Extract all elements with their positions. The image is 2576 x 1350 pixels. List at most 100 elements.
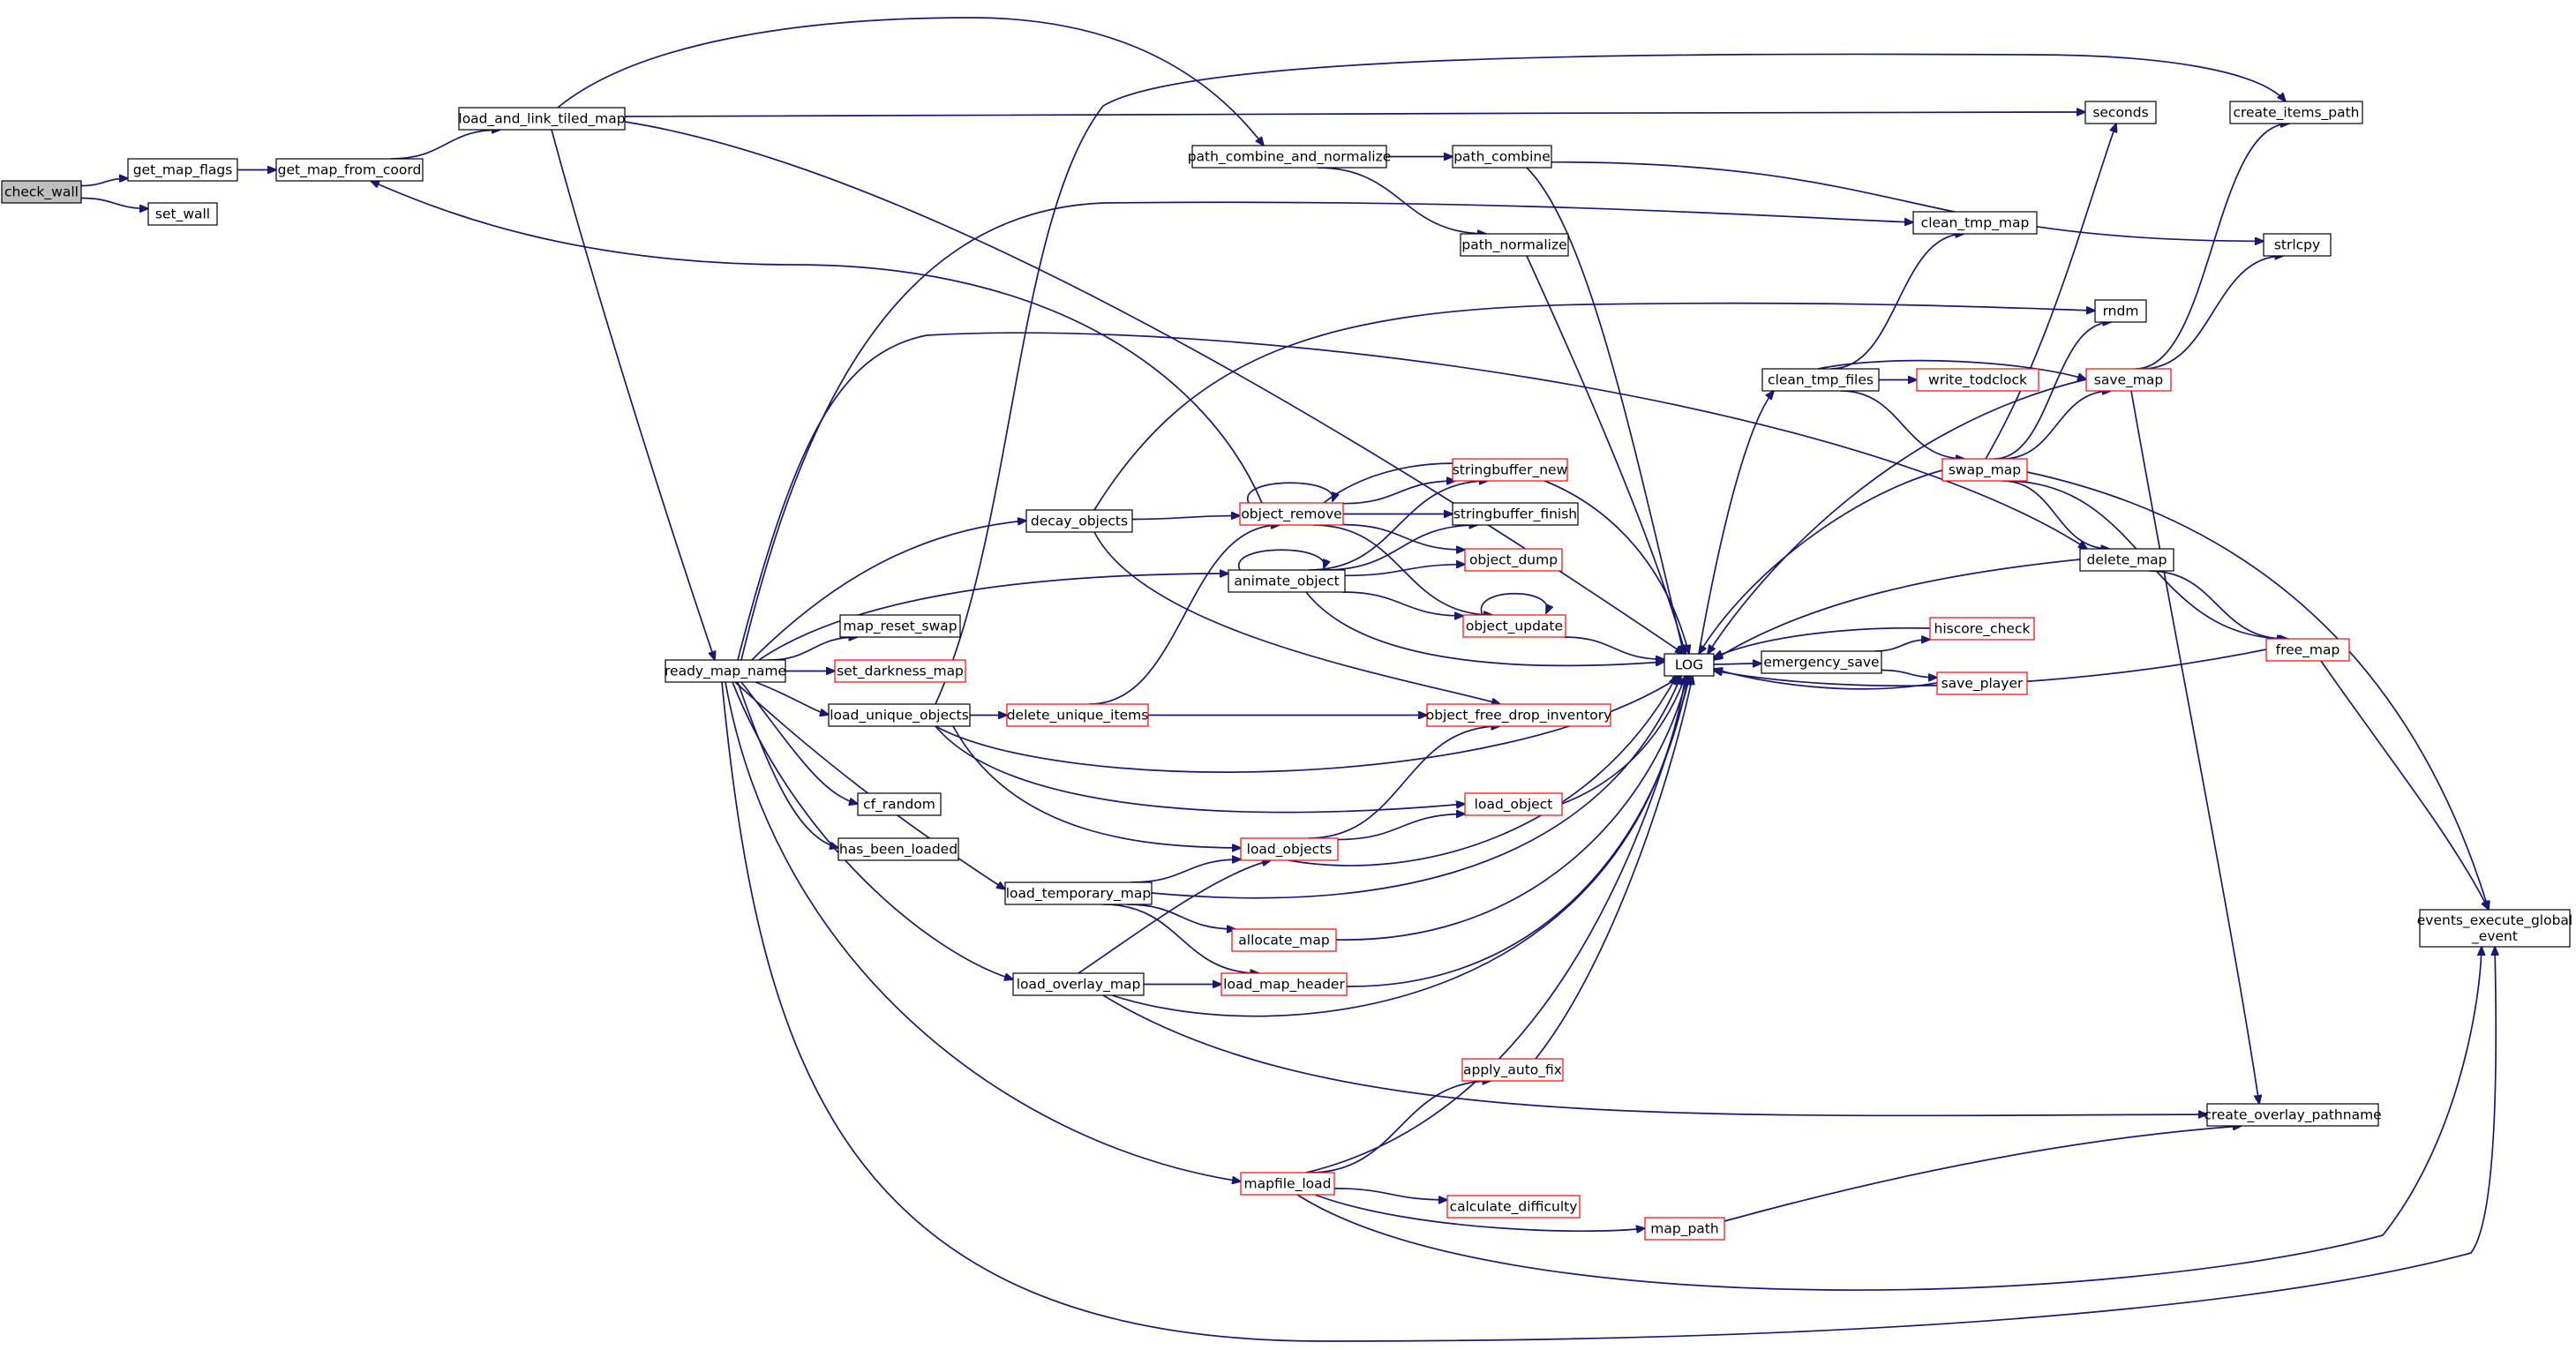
edge-clean_tmp_files-to-swap_map (1840, 390, 1964, 459)
node-box (1941, 458, 2028, 482)
node-map_path[interactable]: map_path (1644, 1217, 1725, 1241)
edge-ready_map_name-to-delete_map (737, 332, 2087, 661)
node-label: object_dump (1469, 552, 1558, 569)
node-cf_random[interactable]: cf_random (857, 792, 942, 816)
node-LOG[interactable]: LOG (1664, 653, 1715, 677)
node-free_map[interactable]: free_map (2265, 638, 2350, 662)
node-get_map_from_coord[interactable]: get_map_from_coord (275, 158, 424, 182)
edge-decay_objects-to-object_remove (1131, 515, 1240, 521)
node-label: strlcpy (2274, 237, 2320, 253)
node-load_objects[interactable]: load_objects (1240, 837, 1339, 861)
node-box (1228, 569, 1346, 593)
edge-animate_object-to-object_dump (1344, 565, 1465, 577)
node-set_darkness_map[interactable]: set_darkness_map (834, 659, 966, 683)
node-mapfile_load[interactable]: mapfile_load (1240, 1172, 1335, 1196)
edge-load_objects-to-load_object (1337, 814, 1465, 841)
node-path_combine_and_normalize[interactable]: path_combine_and_normalize (1188, 145, 1392, 169)
edge-load_objects-to-object_free_drop_inventory (1308, 726, 1499, 839)
node-load_unique_objects[interactable]: load_unique_objects (828, 703, 971, 727)
node-decay_objects[interactable]: decay_objects (1025, 509, 1133, 533)
node-label: load_unique_objects (830, 708, 969, 724)
edge-path_combine-to-strlcpy (1551, 161, 2264, 242)
node-box (2094, 299, 2147, 323)
node-strlcpy[interactable]: strlcpy (2263, 233, 2332, 257)
node-load_map_header[interactable]: load_map_header (1220, 972, 1348, 996)
edge-animate_object-to-stringbuffer_finish (1324, 525, 1478, 571)
edge-delete_unique_items-to-object_remove (1089, 525, 1280, 705)
node-delete_unique_items[interactable]: delete_unique_items (1006, 703, 1149, 727)
edge-path_normalize-to-LOG (1526, 255, 1686, 654)
node-save_map[interactable]: save_map (2085, 368, 2172, 392)
edge-load_unique_objects-to-create_items_path (935, 53, 2286, 705)
node-stringbuffer_finish[interactable]: stringbuffer_finish (1452, 502, 1579, 526)
edge-object_remove-to-stringbuffer_new (1342, 481, 1455, 505)
node-calculate_difficulty[interactable]: calculate_difficulty (1446, 1195, 1581, 1219)
node-create_overlay_pathname[interactable]: create_overlay_pathname (2204, 1103, 2382, 1127)
node-label: set_darkness_map (837, 664, 964, 680)
node-load_object[interactable]: load_object (1464, 792, 1563, 816)
node-label: calculate_difficulty (1450, 1199, 1578, 1216)
node-box (1004, 881, 1153, 905)
node-ready_map_name[interactable]: ready_map_name (665, 659, 786, 683)
node-box (1231, 928, 1337, 952)
node-box (665, 659, 786, 683)
node-animate_object[interactable]: animate_object (1228, 569, 1346, 593)
node-get_map_flags[interactable]: get_map_flags (127, 158, 238, 182)
node-stringbuffer_new[interactable]: stringbuffer_new (1452, 458, 1568, 482)
node-clean_tmp_files[interactable]: clean_tmp_files (1761, 368, 1880, 392)
node-delete_map[interactable]: delete_map (2079, 548, 2174, 572)
node-rndm[interactable]: rndm (2094, 299, 2147, 323)
node-path_combine[interactable]: path_combine (1452, 145, 1552, 169)
edge-load_object-to-LOG (1561, 676, 1686, 805)
node-emergency_save[interactable]: emergency_save (1761, 650, 1882, 674)
node-load_temporary_map[interactable]: load_temporary_map (1004, 881, 1153, 905)
node-box (2085, 368, 2172, 392)
node-events_execute_global_event[interactable]: events_execute_global_event (2417, 909, 2572, 948)
edge-ready_map_name-to-clean_tmp_map (740, 201, 1913, 661)
node-label: load_map_header (1223, 977, 1345, 994)
node-write_todclock[interactable]: write_todclock (1916, 368, 2039, 392)
node-box (1761, 368, 1880, 392)
edge-clean_tmp_files-to-clean_tmp_map (1831, 234, 1964, 370)
edge-ready_map_name-to-load_unique_objects (755, 681, 829, 715)
node-label: hiscore_check (1934, 621, 2031, 638)
node-object_free_drop_inventory[interactable]: object_free_drop_inventory (1426, 703, 1612, 727)
node-box (1220, 972, 1348, 996)
node-map_reset_swap[interactable]: map_reset_swap (839, 614, 961, 638)
node-box (2265, 638, 2350, 662)
node-box (1936, 671, 2028, 695)
node-save_player[interactable]: save_player (1936, 671, 2028, 695)
edge-load_unique_objects-to-load_object (935, 725, 1465, 814)
node-create_items_path[interactable]: create_items_path (2229, 101, 2363, 124)
node-box (458, 107, 626, 131)
edge-load_temporary_map-to-load_objects (1130, 859, 1241, 883)
node-clean_tmp_map[interactable]: clean_tmp_map (1912, 211, 2038, 235)
node-path_normalize[interactable]: path_normalize (1460, 233, 1569, 257)
edges-layer (80, 17, 2496, 1342)
node-hiscore_check[interactable]: hiscore_check (1929, 617, 2035, 641)
node-allocate_map[interactable]: allocate_map (1231, 928, 1337, 952)
node-load_and_link_tiled_map[interactable]: load_and_link_tiled_map (458, 107, 626, 131)
node-box (1025, 509, 1133, 533)
node-box (1462, 614, 1566, 638)
node-check_wall[interactable]: check_wall (1, 180, 82, 204)
node-apply_auto_fix[interactable]: apply_auto_fix (1461, 1058, 1564, 1082)
node-set_wall[interactable]: set_wall (147, 202, 218, 226)
edge-emergency_save-to-hiscore_check (1874, 640, 1930, 652)
node-box (1240, 1172, 1335, 1196)
node-box (834, 659, 966, 683)
node-load_overlay_map[interactable]: load_overlay_map (1012, 972, 1145, 996)
edge-animate_object-to-object_update (1342, 591, 1463, 616)
node-box (1912, 211, 2038, 235)
node-has_been_loaded[interactable]: has_been_loaded (837, 837, 959, 861)
node-label: allocate_map (1238, 933, 1329, 949)
node-object_remove[interactable]: object_remove (1239, 502, 1344, 526)
node-box (2419, 909, 2571, 948)
edge-save_map-to-strlcpy (2142, 256, 2284, 370)
edge-swap_map-to-seconds (1985, 124, 2116, 460)
node-object_update[interactable]: object_update (1462, 614, 1566, 638)
node-swap_map[interactable]: swap_map (1941, 458, 2028, 482)
node-object_dump[interactable]: object_dump (1464, 548, 1563, 572)
node-seconds[interactable]: seconds (2084, 101, 2157, 124)
edge-ready_map_name-to-cf_random (740, 681, 858, 804)
